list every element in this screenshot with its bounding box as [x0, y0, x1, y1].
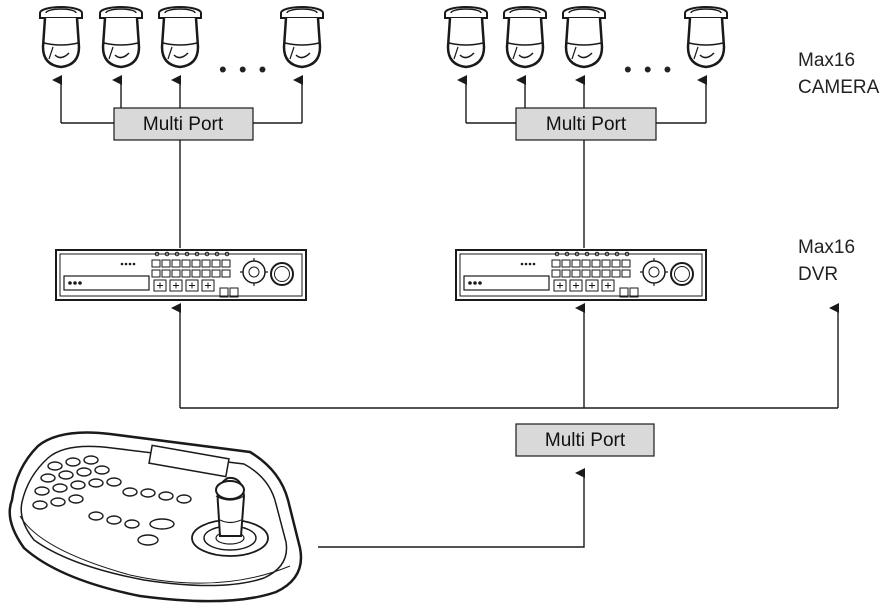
dvr-capacity-label: Max16 DVR	[798, 237, 855, 285]
multiport-label: Multi Port	[546, 114, 627, 135]
dvr-left-icon	[55, 249, 307, 301]
multiport-box-bottom: Multi Port	[515, 423, 655, 457]
dome-camera-icon	[157, 5, 203, 69]
dome-camera-icon	[98, 5, 144, 69]
keyboard-to-multiport-line	[318, 468, 585, 548]
ellipsis-dots: • • •	[624, 57, 674, 82]
camera-capacity-label: Max16 CAMERA	[798, 50, 880, 98]
dome-camera-icon	[561, 5, 607, 69]
keyboard-controller-icon	[8, 431, 303, 603]
camera-max-label: Max16	[798, 50, 855, 71]
ellipsis-dots: • • •	[219, 57, 269, 82]
dome-camera-icon	[683, 5, 729, 69]
multiport-label: Multi Port	[143, 114, 224, 135]
multiport-box-right: Multi Port	[515, 107, 657, 141]
dome-camera-icon	[279, 5, 325, 69]
multiport-box-left: Multi Port	[113, 107, 254, 141]
dome-camera-icon	[38, 5, 84, 69]
multiport-label: Multi Port	[545, 430, 626, 451]
dome-camera-icon	[502, 5, 548, 69]
camera-group-right: • • •	[443, 5, 729, 82]
dvr-right-icon	[455, 249, 707, 301]
dvr-max-label: Max16	[798, 237, 855, 258]
camera-group-left: • • •	[38, 5, 325, 82]
dvr-type-label: DVR	[798, 264, 838, 285]
camera-type-label: CAMERA	[798, 77, 880, 98]
dome-camera-icon	[443, 5, 489, 69]
connection-lines	[52, 75, 839, 548]
